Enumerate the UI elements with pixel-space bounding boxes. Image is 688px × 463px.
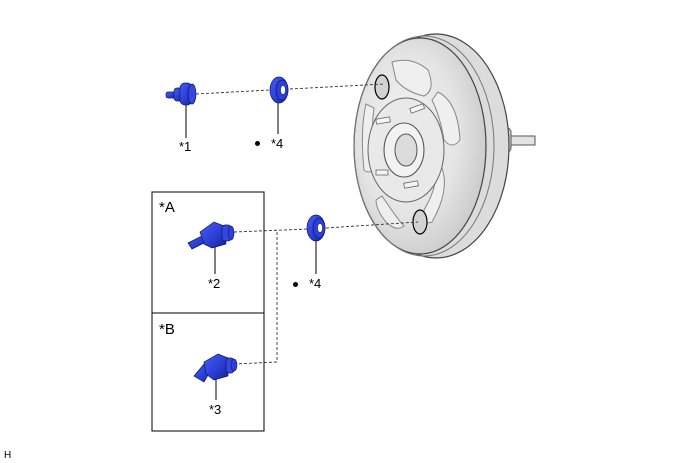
leader-lines bbox=[185, 98, 317, 400]
booster-tab bbox=[409, 103, 426, 114]
booster-tab bbox=[375, 169, 389, 176]
callout-2: *2 bbox=[208, 276, 221, 291]
alignment-line-upper bbox=[195, 89, 271, 95]
callout-4-top: *4 bbox=[271, 136, 284, 151]
callout-3: *3 bbox=[209, 402, 222, 417]
check-valve-connector-icon bbox=[165, 82, 197, 106]
alignment-lines bbox=[195, 83, 419, 365]
frame-b-label: *B bbox=[159, 321, 175, 338]
alignment-line-upper-2 bbox=[289, 83, 385, 90]
booster-rib bbox=[431, 91, 461, 146]
booster-hole-lower bbox=[412, 209, 428, 235]
booster-center-bore bbox=[394, 133, 418, 167]
grommet-icon bbox=[269, 76, 289, 104]
booster-rib bbox=[391, 59, 432, 97]
illustration-code: H bbox=[4, 450, 12, 461]
booster-hole-upper bbox=[374, 74, 390, 100]
frame-b bbox=[151, 312, 265, 432]
booster-tab bbox=[403, 180, 419, 189]
booster-rim bbox=[353, 35, 495, 257]
grommet-icon bbox=[306, 214, 326, 242]
brake-booster bbox=[353, 33, 536, 259]
booster-rib bbox=[375, 195, 405, 229]
vacuum-hose-elbow-b-icon bbox=[193, 353, 238, 383]
alignment-line-mid bbox=[233, 228, 309, 233]
frame-a-label: *A bbox=[159, 199, 175, 216]
callout-4-mid: *4 bbox=[309, 276, 322, 291]
new-part-dot-mid bbox=[293, 282, 298, 287]
booster-tab bbox=[375, 116, 391, 125]
vacuum-hose-elbow-a-icon bbox=[187, 221, 235, 250]
alignment-line-mid-2 bbox=[325, 221, 419, 229]
alignment-line-lower bbox=[233, 231, 278, 365]
callout-1: *1 bbox=[179, 139, 192, 154]
new-part-dot-top bbox=[255, 141, 260, 146]
variant-frames bbox=[151, 191, 265, 432]
